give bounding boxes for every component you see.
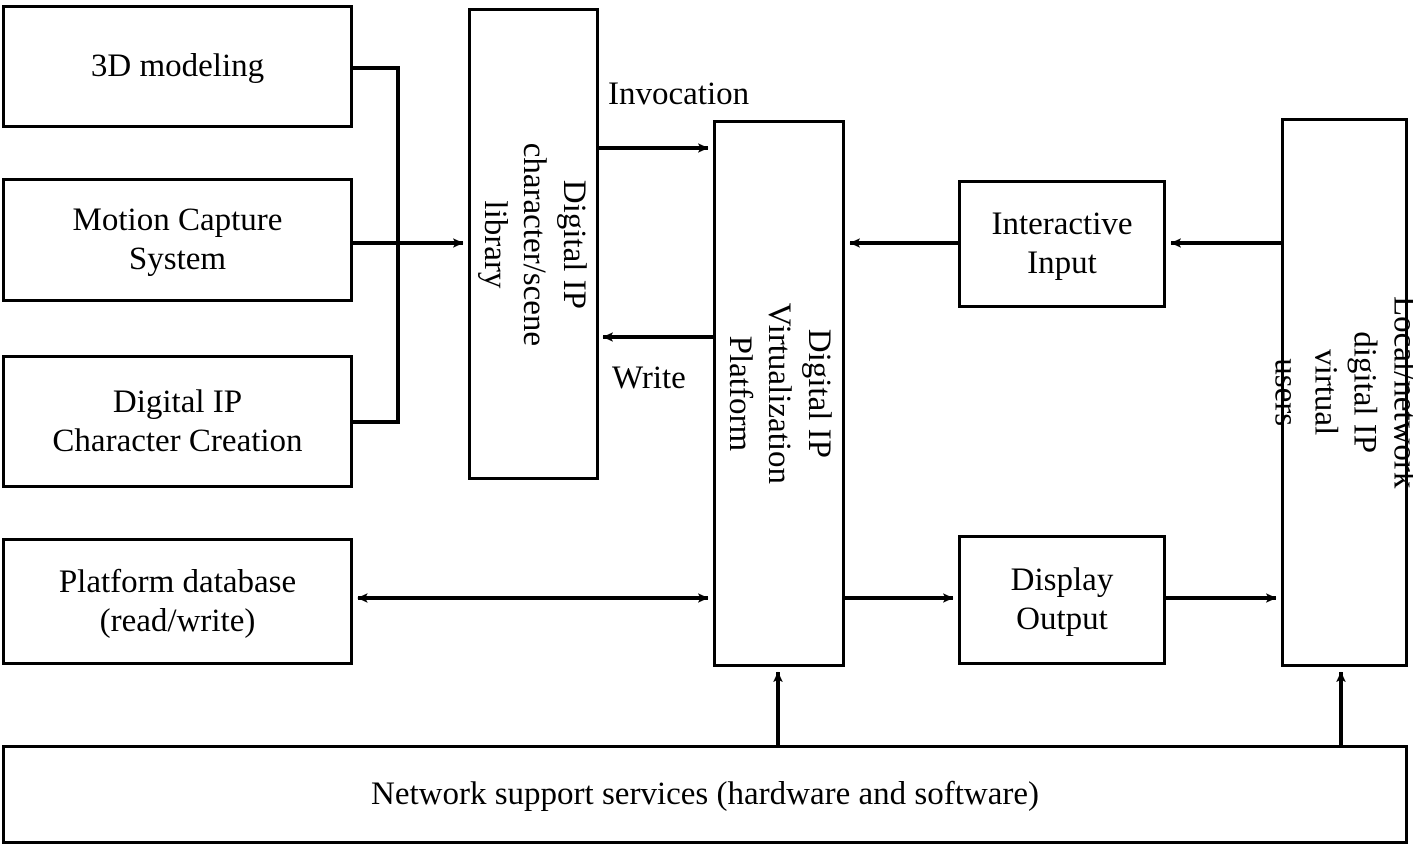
node-display-output-label: Display Output [1010,562,1114,637]
node-digital-ip-virtualization-platform[interactable]: Digital IP Virtualization Platform [713,120,845,667]
node-digital-ip-character-creation[interactable]: Digital IP Character Creation [2,355,353,488]
node-3d-modeling-label: 3D modeling [90,48,265,85]
node-digital-ip-library[interactable]: Digital IP character/scene library [468,8,599,480]
node-platform-database-label: Platform database (read/write) [58,563,297,639]
node-platform-database[interactable]: Platform database (read/write) [2,538,353,665]
edge-label-write: Write [612,360,686,396]
node-digital-ip-library-label: Digital IP character/scene library [476,142,592,346]
edge-ipcreation-to-bus [353,243,400,424]
node-display-output[interactable]: Display Output [958,535,1166,665]
node-digital-ip-virtualization-platform-label: Digital IP Virtualization Platform [722,302,838,485]
node-motion-capture-system-label: Motion Capture System [72,202,283,277]
node-network-support-services-label: Network support services (hardware and s… [371,776,1039,813]
node-network-support-services[interactable]: Network support services (hardware and s… [2,745,1408,844]
node-interactive-input[interactable]: Interactive Input [958,180,1166,308]
edge-3dmodeling-to-bus [353,66,400,243]
node-motion-capture-system[interactable]: Motion Capture System [2,178,353,302]
edge-label-invocation: Invocation [608,76,750,112]
node-3d-modeling[interactable]: 3D modeling [2,5,353,128]
node-digital-ip-character-creation-label: Digital IP Character Creation [52,383,303,459]
node-interactive-input-label: Interactive Input [991,206,1133,281]
node-local-network-users[interactable]: Local/network digital IP virtual users [1268,118,1413,667]
node-local-network-users-label: Local/network digital IP virtual users [1267,296,1413,489]
